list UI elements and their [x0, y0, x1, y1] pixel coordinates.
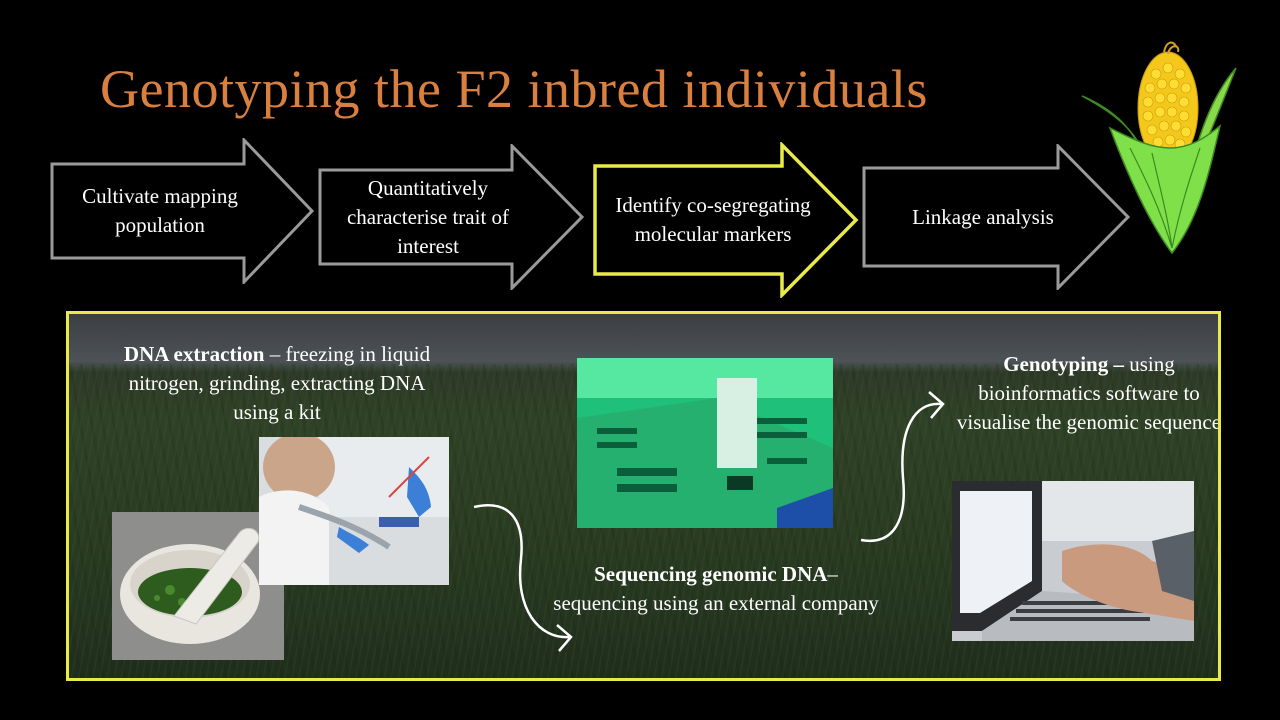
step-label-2: Quantitatively characterise trait of int… — [346, 175, 510, 258]
step-arrow-2: Quantitatively characterise trait of int… — [318, 144, 586, 290]
laptop-typing-photo — [952, 481, 1194, 641]
arrow-shape-1 — [50, 138, 315, 284]
corn-cob-illustration — [1080, 38, 1240, 263]
arrow-shape-3 — [593, 142, 859, 298]
genotyping-heading: Genotyping – — [1003, 352, 1124, 376]
dna-extraction-description: – freezing in liquid nitrogen, grinding,… — [128, 342, 431, 424]
genotyping-description: using bioinformatics software to visuali… — [956, 352, 1221, 434]
process-panel: DNA extraction – freezing in liquid nitr… — [66, 311, 1221, 681]
sequencing-text: Sequencing genomic DNA– sequencing using… — [553, 560, 879, 618]
step-arrow-3-highlighted: Identify co-segregating molecular marker… — [592, 142, 860, 298]
sequencing-description: – sequencing using an external company — [553, 562, 879, 615]
arrow-shape-4 — [862, 144, 1131, 290]
laptop-image — [952, 481, 1194, 641]
step-label-3: Identify co-segregating molecular marker… — [615, 193, 811, 246]
genotyping-text: Genotyping – using bioinformatics softwa… — [949, 350, 1221, 437]
step-arrow-4: Linkage analysis — [862, 144, 1132, 290]
sequencer-image — [577, 358, 833, 528]
step-label-1: Cultivate mapping population — [82, 184, 238, 237]
dna-extraction-heading: DNA extraction — [123, 342, 265, 366]
lab-image — [259, 437, 449, 585]
curved-arrow-1 — [473, 504, 573, 652]
sequencing-heading: Sequencing genomic DNA — [594, 562, 828, 586]
step-label-4: Linkage analysis — [912, 204, 1054, 229]
arrow-shape-2 — [318, 144, 585, 290]
step-arrow-1: Cultivate mapping population — [50, 138, 316, 284]
dna-extraction-text: DNA extraction – freezing in liquid nitr… — [117, 340, 437, 427]
slide-title: Genotyping the F2 inbred individuals — [100, 59, 928, 119]
corn-icon — [1081, 41, 1237, 255]
mortar-image — [112, 512, 284, 660]
lab-extraction-photo — [259, 437, 449, 585]
mortar-pestle-photo — [112, 512, 284, 660]
curved-arrow-2 — [860, 391, 945, 543]
sequencer-photo — [577, 358, 833, 528]
